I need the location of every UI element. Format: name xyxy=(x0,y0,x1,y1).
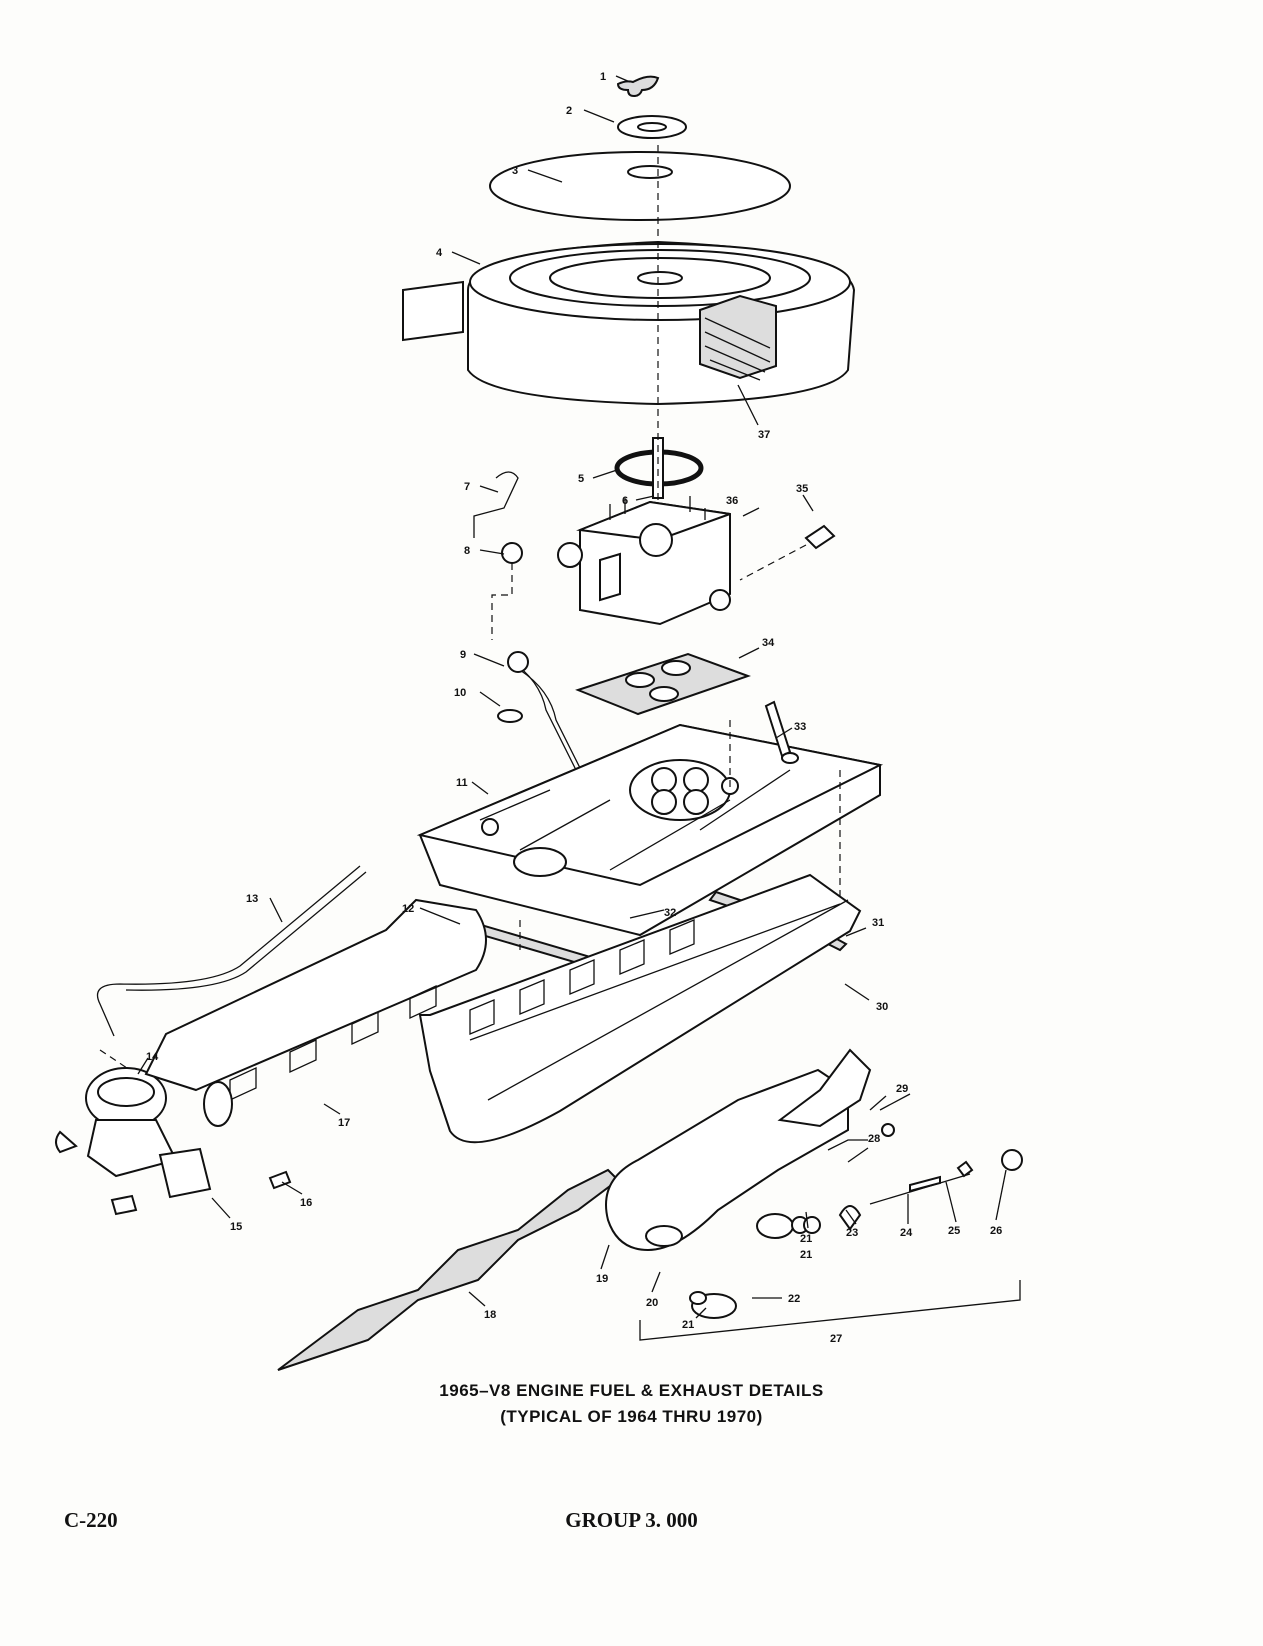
exhaust-manifold-gasket xyxy=(277,1168,620,1371)
callout-34: 34 xyxy=(762,637,775,649)
callout-22: 22 xyxy=(788,1293,800,1305)
valley-cover xyxy=(418,873,862,1144)
callout-37: 37 xyxy=(758,429,770,441)
caption-subtitle: (TYPICAL OF 1964 THRU 1970) xyxy=(500,1407,763,1426)
air-cleaner-cover xyxy=(489,151,791,221)
callout-5: 5 xyxy=(578,473,584,485)
callout-33: 33 xyxy=(794,721,806,733)
callout-29: 29 xyxy=(896,1083,908,1095)
callout-8: 8 xyxy=(464,545,470,557)
callout-13: 13 xyxy=(246,893,258,905)
callout-9: 9 xyxy=(460,649,466,661)
exhaust-manifold-left xyxy=(144,898,487,1127)
page-number: C-220 xyxy=(64,1508,118,1532)
fuel-pump xyxy=(55,1067,292,1216)
callout-32: 32 xyxy=(664,907,676,919)
callout-16: 16 xyxy=(300,1197,312,1209)
callout-21c: 21 xyxy=(682,1319,694,1331)
callout-26: 26 xyxy=(990,1225,1002,1237)
callout-21b: 21 xyxy=(800,1249,812,1261)
fuel-line-bracket xyxy=(473,471,523,640)
callout-30: 30 xyxy=(876,1001,888,1013)
callout-3: 3 xyxy=(512,165,518,177)
callout-24: 24 xyxy=(900,1227,913,1239)
callout-11: 11 xyxy=(456,777,468,789)
carburetor xyxy=(557,496,731,626)
caption-title: 1965–V8 ENGINE FUEL & EXHAUST DETAILS xyxy=(439,1381,824,1400)
callout-20: 20 xyxy=(646,1297,658,1309)
callout-12: 12 xyxy=(402,903,414,915)
callout-27: 27 xyxy=(830,1333,842,1345)
callout-labels: 1 2 3 4 5 6 7 8 9 10 11 12 13 14 15 16 1… xyxy=(146,71,1002,1345)
callout-4: 4 xyxy=(436,247,443,259)
air-cleaner-housing xyxy=(402,240,856,406)
callout-14: 14 xyxy=(146,1051,159,1063)
leader-lines xyxy=(137,75,1007,1319)
intake-manifold xyxy=(416,723,884,937)
group-reference: GROUP 3. 000 xyxy=(565,1508,698,1532)
callout-35: 35 xyxy=(796,483,808,495)
callout-17: 17 xyxy=(338,1117,350,1129)
callout-19: 19 xyxy=(596,1273,608,1285)
callout-31: 31 xyxy=(872,917,884,929)
callout-23: 23 xyxy=(846,1227,858,1239)
callout-36: 36 xyxy=(726,495,738,507)
callout-25: 25 xyxy=(948,1225,960,1237)
callout-15: 15 xyxy=(230,1221,242,1233)
callout-1: 1 xyxy=(600,71,606,83)
callout-21a: 21 xyxy=(800,1233,812,1245)
fuel-line xyxy=(96,865,367,1071)
fuel-inlet-fitting xyxy=(739,524,836,581)
callout-10: 10 xyxy=(454,687,466,699)
air-cleaner-stud xyxy=(652,145,664,540)
callout-28: 28 xyxy=(868,1133,880,1145)
washer xyxy=(617,115,687,139)
callout-18: 18 xyxy=(484,1309,496,1321)
diagram-caption: 1965–V8 ENGINE FUEL & EXHAUST DETAILS (T… xyxy=(0,1378,1263,1430)
callout-6: 6 xyxy=(622,495,628,507)
exhaust-manifold-right xyxy=(605,1048,1023,1341)
callout-7: 7 xyxy=(464,481,470,493)
carburetor-base-gasket xyxy=(575,652,751,716)
callout-2: 2 xyxy=(566,105,572,117)
